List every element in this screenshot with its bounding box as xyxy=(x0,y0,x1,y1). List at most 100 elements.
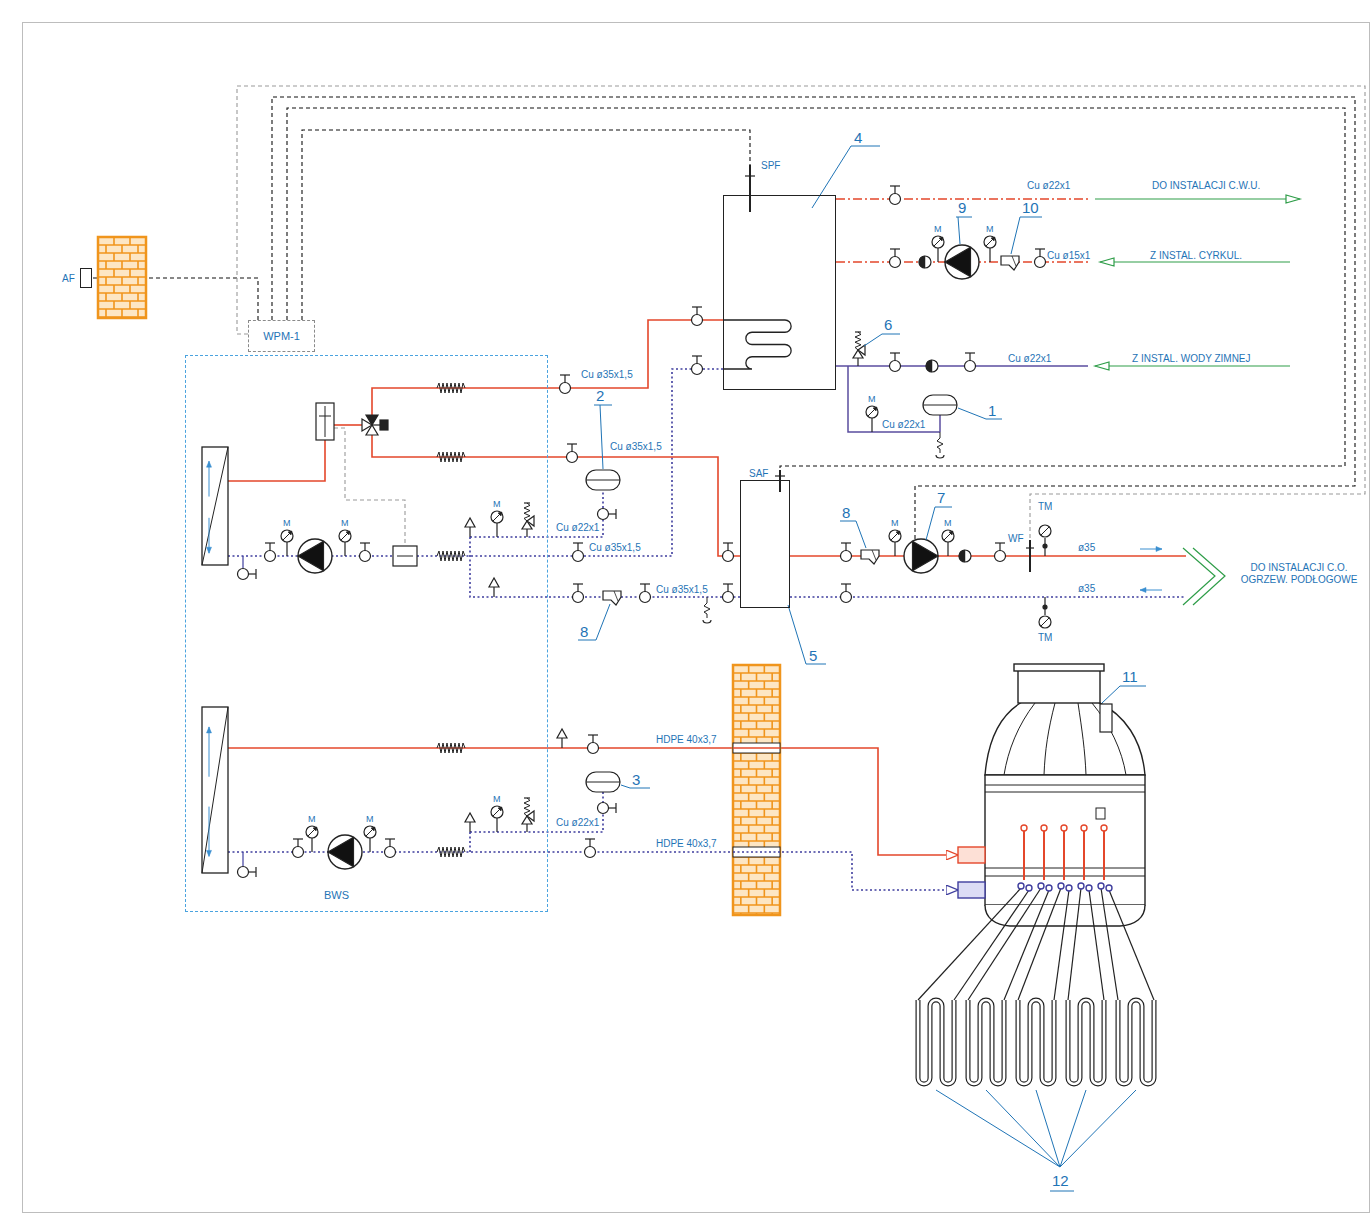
symbol-part xyxy=(958,882,985,898)
symbol-part xyxy=(328,837,354,866)
symbol-part xyxy=(733,847,780,857)
sensor-label: AF xyxy=(62,273,75,285)
symbol-part xyxy=(1018,1000,1054,1084)
pipe-line xyxy=(841,583,851,584)
check-valve xyxy=(919,256,931,268)
pipe-line xyxy=(248,871,256,872)
pipe-line xyxy=(771,881,773,889)
control-box xyxy=(393,546,417,566)
pipe-line xyxy=(771,865,773,873)
pipe-line xyxy=(589,839,590,847)
pipe-line xyxy=(740,817,742,825)
pipe-line xyxy=(764,761,766,769)
air-vent xyxy=(465,518,475,537)
symbol-part xyxy=(1098,883,1104,889)
leader-line xyxy=(882,334,900,335)
pipe-line xyxy=(756,817,758,825)
symbol-part xyxy=(1044,703,1055,775)
pipe-line xyxy=(129,285,131,293)
pipe-line xyxy=(740,785,742,793)
pipe-line xyxy=(105,261,107,269)
leader-line xyxy=(1060,1090,1136,1167)
pipe-line xyxy=(756,753,758,761)
pipe-line xyxy=(756,833,758,841)
pipe-line xyxy=(764,905,766,913)
valve-symbol xyxy=(640,584,651,603)
collector-pipe xyxy=(1109,890,1154,1000)
pipe-line xyxy=(372,435,548,457)
valve-symbol xyxy=(238,569,257,580)
storage-tank: SPF4 xyxy=(723,195,836,390)
pipe-line xyxy=(105,277,107,285)
symbol-part xyxy=(1046,885,1052,891)
pipe-size: ø35 xyxy=(1078,542,1095,554)
pipe-line xyxy=(733,872,780,874)
pipe-destination: DO INSTALACJI C.W.U. xyxy=(1152,180,1260,192)
pipe-line xyxy=(1012,256,1016,266)
strainer-symbol xyxy=(1001,256,1019,270)
valve-symbol xyxy=(692,356,703,375)
safety-valve xyxy=(522,798,534,832)
pipe-line xyxy=(293,838,303,839)
flow-direction-arrow xyxy=(1095,195,1300,203)
symbol-part xyxy=(1081,825,1087,831)
pipe-line xyxy=(740,689,742,697)
valve-symbol xyxy=(573,584,584,603)
symbol-part xyxy=(1156,547,1162,552)
symbol-part xyxy=(991,237,995,241)
pipe-line xyxy=(1035,248,1045,249)
pipe-line xyxy=(137,261,139,269)
symbol-part xyxy=(489,578,499,587)
pipe-line xyxy=(748,873,750,881)
gauge-label: M xyxy=(283,518,291,528)
pump-symbol xyxy=(328,835,362,869)
pipe-line xyxy=(98,252,146,254)
pipe-line xyxy=(1026,547,1034,548)
tank-drawing xyxy=(918,664,1154,1000)
pipe-line xyxy=(764,713,766,721)
pipe-line xyxy=(1095,365,1290,366)
sensor-label: TM xyxy=(1038,501,1052,513)
flex-connector xyxy=(437,452,465,462)
valve-symbol xyxy=(692,307,703,326)
leader-line xyxy=(958,408,986,419)
pipe-line xyxy=(640,583,650,584)
symbol-part xyxy=(1043,605,1047,609)
pipe-line xyxy=(385,838,395,839)
pipe-line xyxy=(341,532,349,540)
pipe-line xyxy=(573,542,583,543)
pipe-line xyxy=(756,865,758,873)
gauge-label: M xyxy=(934,224,942,234)
pipe-line xyxy=(121,261,123,269)
callout-number: 9 xyxy=(958,199,966,216)
pipe-line xyxy=(748,809,750,817)
symbol-part xyxy=(202,707,228,873)
thermometer xyxy=(1039,525,1051,556)
pipe-line xyxy=(771,673,773,681)
symbol-part xyxy=(723,551,734,562)
symbol-part xyxy=(640,592,651,603)
pipe-line xyxy=(105,309,107,317)
check-valve xyxy=(926,360,938,372)
callout-number: 2 xyxy=(596,387,604,404)
symbol-part xyxy=(841,551,852,562)
pipe-line xyxy=(496,818,497,832)
leader-line xyxy=(596,604,610,640)
pipe-line xyxy=(723,542,733,543)
flex-connector xyxy=(437,383,465,393)
pipe-line xyxy=(1183,548,1215,605)
pipe-line xyxy=(740,769,742,777)
pipe-line xyxy=(344,542,345,556)
strainer-symbol xyxy=(603,591,621,605)
pipe-line xyxy=(740,833,742,841)
pipe-line xyxy=(868,408,876,416)
symbol-part xyxy=(1118,1000,1154,1084)
pipe-line xyxy=(748,857,750,865)
pipe-size: Cu ø35x1,5 xyxy=(588,542,642,554)
pipe-line xyxy=(437,383,465,393)
unit-outline: BWS xyxy=(185,355,548,912)
tank-outline xyxy=(958,640,1150,930)
pipe-line xyxy=(995,542,1005,543)
symbol-part xyxy=(1100,704,1112,732)
pipe-line xyxy=(209,727,210,777)
